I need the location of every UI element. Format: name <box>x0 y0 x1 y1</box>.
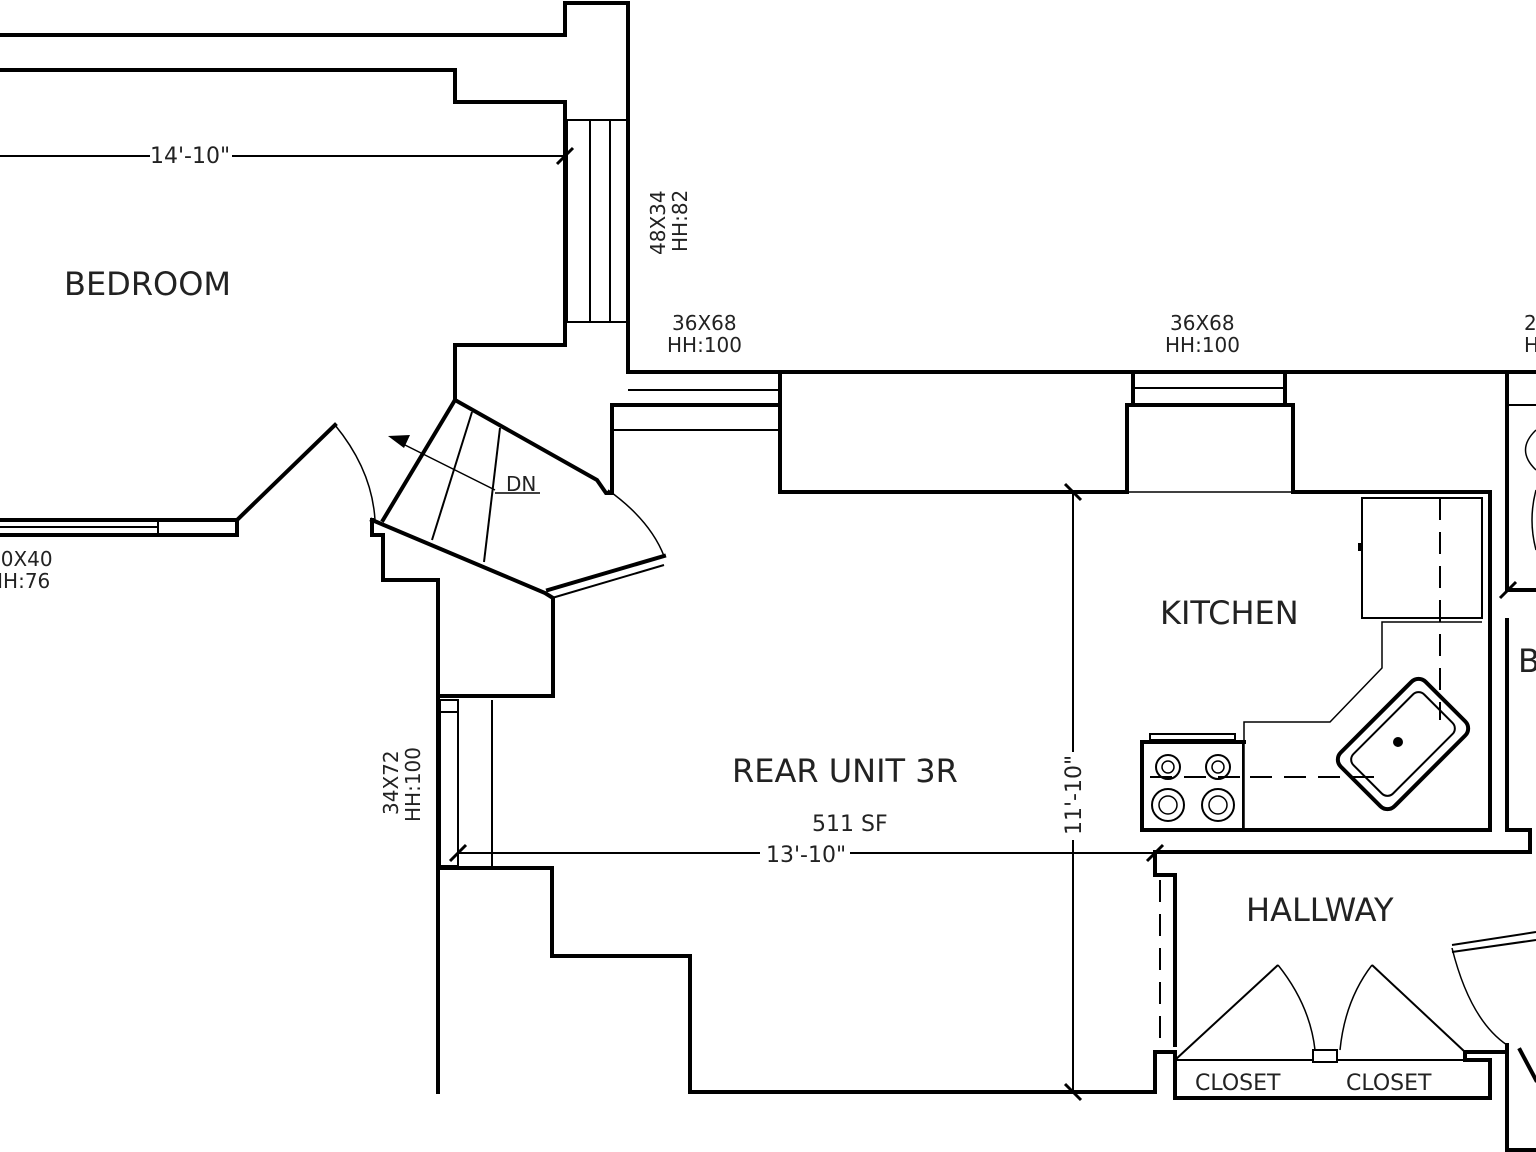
unit-width-dimension: 13'-10" <box>766 843 846 868</box>
window-5-size: 60X40 <box>0 547 53 571</box>
unit-depth-dimension: 11'-10" <box>1062 755 1087 835</box>
hallway-right-door <box>1451 931 1536 1152</box>
closet-label-2: CLOSET <box>1346 1071 1432 1096</box>
closets <box>1153 964 1509 1100</box>
window-2-size: 36X68 <box>672 311 737 335</box>
rear-unit-walls <box>436 694 1532 1094</box>
window-4-size: 2 <box>1524 311 1536 335</box>
bedroom-width-dimension: 14'-10" <box>150 144 230 169</box>
bedroom-window-60x40 <box>0 518 239 537</box>
kitchen <box>1140 490 1492 832</box>
stair <box>369 397 614 698</box>
rear-unit-top-wall <box>610 370 1536 494</box>
hallway-label: HALLWAY <box>1246 891 1394 929</box>
bedroom-walls <box>0 1 630 402</box>
bedroom-door <box>234 422 440 1094</box>
window-1-size: 48X34 <box>646 190 670 255</box>
stair-door <box>545 489 667 599</box>
bedroom-label: BEDROOM <box>64 265 231 303</box>
area-label: 511 SF <box>812 812 888 837</box>
closet-label-1: CLOSET <box>1195 1071 1281 1096</box>
partial-room-label: B <box>1518 642 1536 680</box>
window-3-head-height: HH:100 <box>1165 333 1240 357</box>
window-3-size: 36X68 <box>1170 311 1235 335</box>
rear-unit-label: REAR UNIT 3R <box>732 752 958 790</box>
kitchen-sink <box>1335 676 1471 812</box>
window-5-head-height: HH:76 <box>0 569 50 593</box>
kitchen-stove <box>1142 733 1244 831</box>
stair-down-label: DN <box>506 472 536 496</box>
window-1-head-height: HH:82 <box>668 190 692 252</box>
window-2-head-height: HH:100 <box>667 333 742 357</box>
window-4-head-height: H <box>1524 333 1536 357</box>
right-wall <box>1498 370 1536 832</box>
window-6-size: 34X72 <box>379 750 403 815</box>
kitchen-label: KITCHEN <box>1160 594 1299 632</box>
window-6-head-height: HH:100 <box>401 747 425 822</box>
dimension-lines <box>0 146 1165 1102</box>
